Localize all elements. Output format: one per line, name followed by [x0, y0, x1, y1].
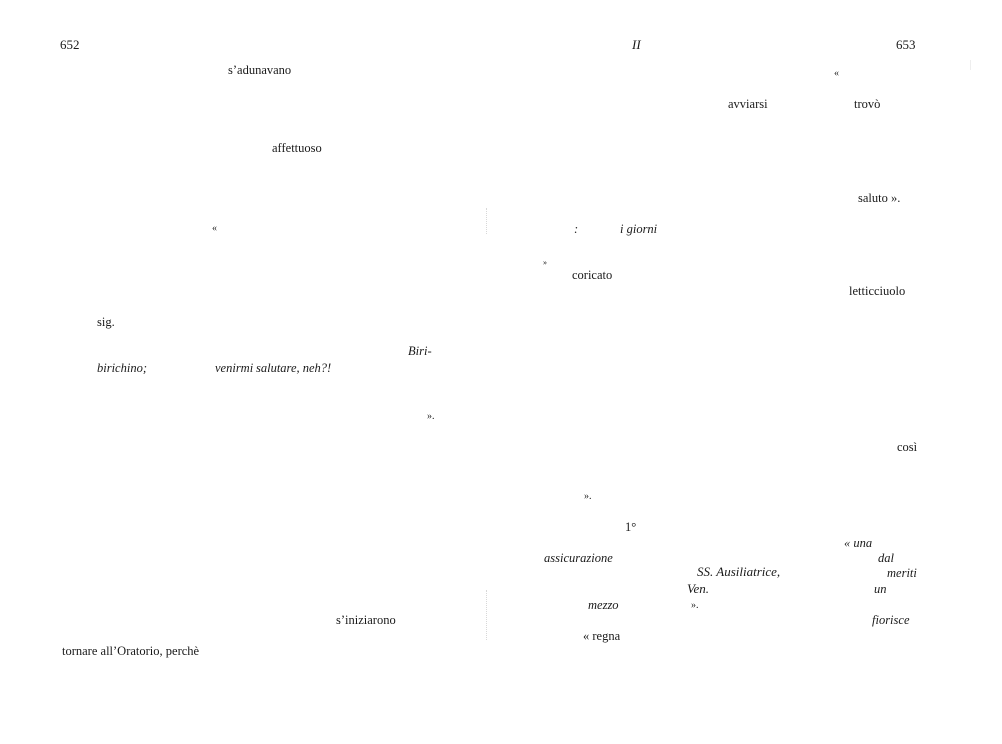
- text-fragment: assicurazione: [544, 551, 613, 565]
- gutter-mark: [486, 590, 487, 640]
- text-fragment: salutare, neh?!: [256, 361, 332, 375]
- text-fragment: «: [212, 223, 217, 234]
- text-fragment: un: [874, 582, 887, 596]
- text-fragment: 1°: [625, 520, 637, 534]
- text-fragment: affettuoso: [272, 141, 322, 155]
- text-fragment: coricato: [572, 268, 613, 282]
- text-fragment: tornare all’Oratorio, perchè: [62, 644, 200, 658]
- text-fragment: Ven.: [687, 581, 710, 596]
- text-fragment: « regna: [583, 629, 621, 643]
- text-fragment: ».: [584, 491, 592, 502]
- text-fragment: s’iniziarono: [336, 613, 396, 627]
- text-fragment: ».: [427, 411, 435, 422]
- text-fragment: trovò: [854, 97, 881, 111]
- running-head: II: [632, 37, 641, 52]
- page-number-right: 653: [896, 37, 916, 52]
- text-fragment: birichino;: [97, 361, 147, 375]
- text-fragment: «: [834, 68, 839, 79]
- text-fragment: venirmi: [215, 361, 254, 375]
- text-fragment: sig.: [97, 315, 115, 329]
- text-fragment: fiorisce: [872, 613, 910, 627]
- text-fragment: i giorni: [620, 222, 658, 236]
- text-fragment: letticciuolo: [849, 284, 906, 298]
- left-page: 652 s’adunavano affettuoso « sig. Biri- …: [0, 0, 486, 744]
- text-fragment: meriti: [887, 566, 917, 580]
- page-edge-mark: [970, 60, 971, 70]
- text-fragment: »: [543, 258, 547, 267]
- text-fragment: « una: [844, 536, 873, 550]
- text-fragment: saluto ».: [858, 191, 901, 205]
- text-fragment: mezzo: [588, 598, 619, 612]
- page-number-left: 652: [60, 37, 80, 52]
- text-fragment: s’adunavano: [228, 63, 292, 77]
- text-fragment: ».: [691, 600, 699, 611]
- text-fragment: avviarsi: [728, 97, 768, 111]
- gutter-mark: [486, 208, 487, 234]
- text-fragment: SS. Ausiliatrice,: [697, 564, 781, 579]
- text-fragment: :: [574, 222, 579, 236]
- right-page: II 653 « avviarsi trovò saluto ». : i gi…: [486, 0, 1002, 744]
- text-fragment: così: [897, 440, 918, 454]
- text-fragment: dal: [878, 551, 894, 565]
- text-fragment: Biri-: [408, 344, 432, 358]
